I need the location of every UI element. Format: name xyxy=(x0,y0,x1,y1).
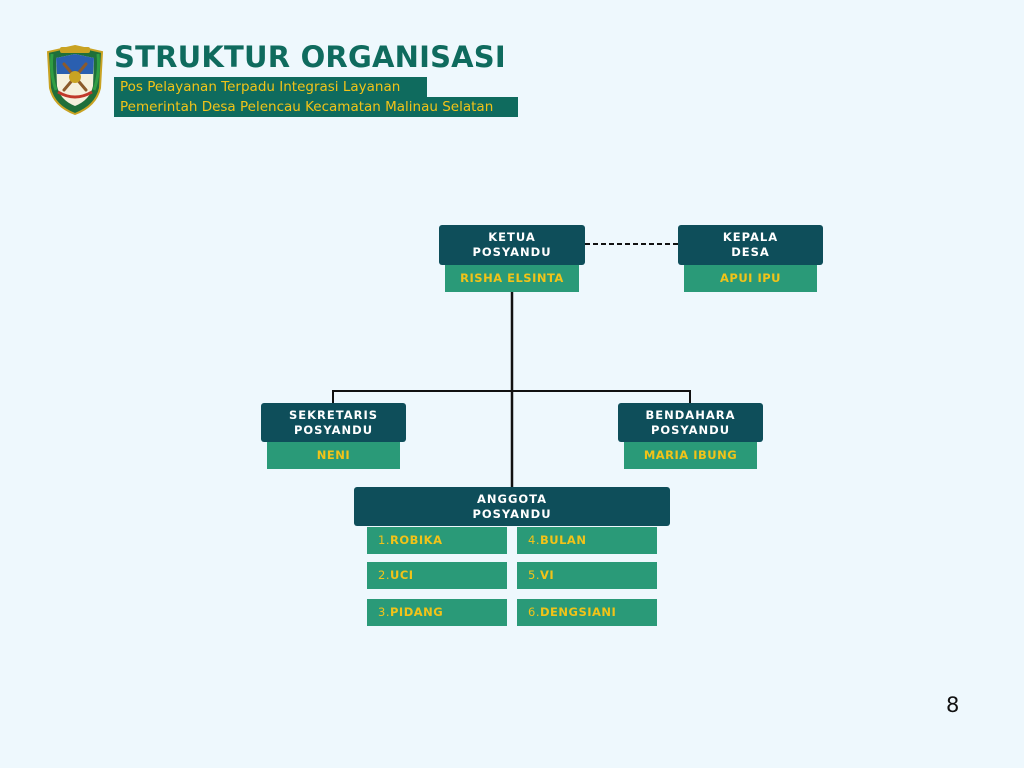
member-number: 6. xyxy=(528,605,540,619)
member-number: 5. xyxy=(528,568,540,582)
anggota-role-line-1: ANGGOTA xyxy=(476,491,548,506)
kepala-desa-role-line-1: KEPALA xyxy=(722,230,779,244)
bendahara-posyandu-name: MARIA IBUNG xyxy=(624,442,757,469)
subtitle-line-1: Pos Pelayanan Terpadu Integrasi Layanan xyxy=(114,77,427,97)
kepala-desa-role-box: KEPALA DESA xyxy=(678,225,823,265)
member-number: 2. xyxy=(378,568,390,582)
ketua-posyandu-role-box: KETUA POSYANDU xyxy=(439,225,585,265)
anggota-member-item: 4.BULAN xyxy=(517,527,657,554)
member-name: UCI xyxy=(389,568,414,582)
subtitle-line-2: Pemerintah Desa Pelencau Kecamatan Malin… xyxy=(114,97,518,117)
bendahara-posyandu-role-box: BENDAHARA POSYANDU xyxy=(618,403,763,442)
page-number: 8 xyxy=(946,693,960,717)
member-name: ROBIKA xyxy=(389,533,443,547)
anggota-member-item: 2.UCI xyxy=(367,562,507,589)
sekretaris-posyandu-role-box: SEKRETARIS POSYANDU xyxy=(261,403,406,442)
sekretaris-role-line-1: SEKRETARIS xyxy=(288,407,379,422)
ketua-role-line-2: POSYANDU xyxy=(472,245,552,259)
sekretaris-role-line-2: POSYANDU xyxy=(293,422,374,437)
regency-coat-of-arms-icon xyxy=(46,44,104,116)
member-name: DENGSIANI xyxy=(539,605,617,619)
anggota-member-item: 5.VI xyxy=(517,562,657,589)
anggota-posyandu-role-box: ANGGOTA POSYANDU xyxy=(354,487,670,526)
anggota-role-line-2: POSYANDU xyxy=(472,506,552,521)
kepala-desa-name: APUI IPU xyxy=(684,265,817,292)
member-number: 1. xyxy=(378,533,390,547)
anggota-member-item: 6.DENGSIANI xyxy=(517,599,657,626)
member-name: VI xyxy=(539,568,555,582)
anggota-member-item: 3.PIDANG xyxy=(367,599,507,626)
page-title: STRUKTUR ORGANISASI xyxy=(114,40,506,74)
member-name: BULAN xyxy=(539,533,587,547)
anggota-member-item: 1.ROBIKA xyxy=(367,527,507,554)
kepala-desa-role-line-2: DESA xyxy=(731,245,770,259)
member-name: PIDANG xyxy=(389,605,444,619)
ketua-posyandu-name: RISHA ELSINTA xyxy=(445,265,579,292)
sekretaris-posyandu-name: NENI xyxy=(267,442,400,469)
bendahara-role-line-2: POSYANDU xyxy=(650,422,731,437)
member-number: 3. xyxy=(378,605,390,619)
member-number: 4. xyxy=(528,533,540,547)
ketua-role-line-1: KETUA xyxy=(488,230,536,244)
bendahara-role-line-1: BENDAHARA xyxy=(645,407,736,422)
